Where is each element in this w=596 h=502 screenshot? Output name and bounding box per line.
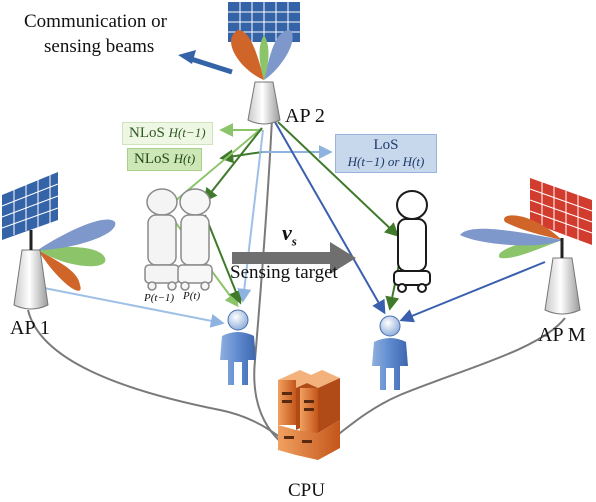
target-robot-current: [393, 190, 431, 293]
nlos-now-tag: NLoS H(t): [127, 148, 203, 171]
apm-to-user2: [399, 261, 546, 323]
velocity-label: vs: [282, 220, 297, 249]
nlos-now-h: H(t): [173, 151, 196, 166]
ap2-label: AP 2: [285, 105, 325, 127]
ap2-to-user2: [274, 121, 386, 315]
apm-label: AP M: [538, 324, 586, 346]
ap2: [228, 2, 300, 125]
ap2-to-target2: [277, 121, 400, 237]
target-robot-prev-1: [144, 188, 180, 291]
nlos-prev-h: H(t−1): [168, 125, 206, 140]
cpu-label: CPU: [288, 480, 325, 501]
user-2: [372, 315, 408, 390]
sensing-target-label: Sensing target: [230, 262, 338, 283]
ap2-to-prev-target: [159, 127, 263, 214]
target-robot-prev-2: [177, 188, 213, 291]
ap2-to-target: [203, 127, 263, 203]
position-now-label: P(t): [183, 290, 201, 302]
user-1: [220, 309, 256, 385]
apm-antenna-panel: [529, 178, 593, 245]
beam-legend-arrow: [187, 55, 233, 75]
velocity-symbol: v: [282, 220, 292, 245]
los-label: LoS: [373, 137, 399, 153]
ap2-to-user1: [237, 129, 264, 303]
ap1-body: [13, 249, 49, 310]
apm-beams: [460, 215, 562, 259]
cpu-servers: [278, 370, 340, 460]
cable-ap2: [253, 117, 301, 456]
ap1-label: AP 1: [10, 317, 50, 339]
apm-body: [544, 257, 581, 315]
ap2-beams: [231, 30, 293, 80]
ap1-antenna-panel: [1, 172, 59, 240]
velocity-subscript: s: [291, 233, 297, 249]
cable-ap1: [27, 309, 301, 456]
ap2-body: [247, 81, 281, 125]
ap1-to-user1: [43, 287, 225, 328]
cable-apm: [309, 317, 566, 456]
nlos-prev-label: NLoS: [129, 125, 165, 141]
los-h: H(t−1) or H(t): [347, 153, 425, 169]
target-to-user1: [204, 214, 243, 305]
beam-legend-arrowhead: [178, 50, 196, 64]
ap1-beams: [38, 219, 116, 291]
ap1: [1, 172, 116, 310]
position-prev-label: P(t−1): [144, 292, 175, 304]
beam-legend-label-line2: sensing beams: [44, 36, 155, 57]
apm: [460, 178, 593, 315]
nlos-prev-tag: NLoS H(t−1): [122, 122, 213, 145]
velocity-arrow: [232, 242, 356, 274]
beam-legend-label-line1: Communication or: [24, 11, 168, 32]
los-tag: LoS H(t−1) or H(t): [335, 134, 437, 173]
nlos-now-label: NLoS: [134, 151, 170, 167]
